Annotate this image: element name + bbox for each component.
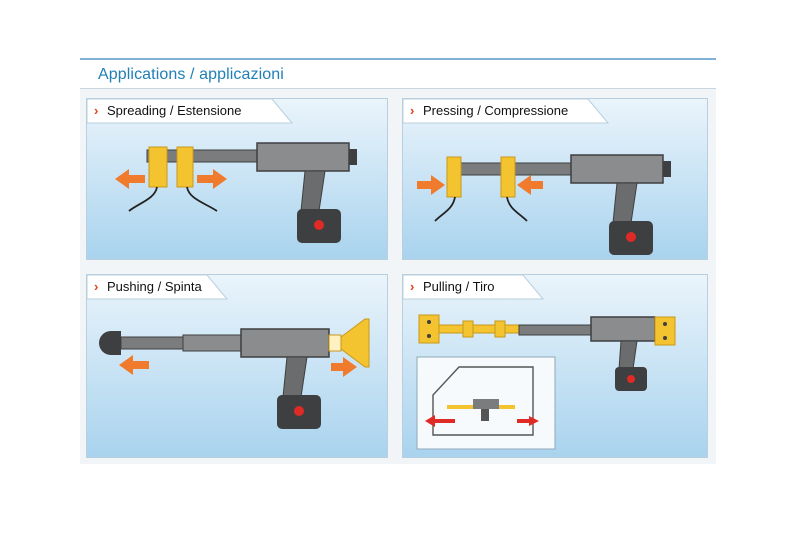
panel-pulling: › Pulling / Tiro bbox=[402, 274, 708, 458]
direction-arrow-icon bbox=[417, 175, 445, 195]
direction-arrow-icon bbox=[197, 169, 227, 189]
chevron-right-icon: › bbox=[94, 103, 99, 118]
panel-spreading: › Spreading / Estensione bbox=[86, 98, 388, 260]
pulling-illustration bbox=[403, 275, 707, 457]
panel-label-pushing: Pushing / Spinta bbox=[107, 279, 202, 294]
car-door-icon bbox=[416, 356, 556, 450]
panel-label-pulling: Pulling / Tiro bbox=[423, 279, 495, 294]
hydraulic-tool-icon bbox=[418, 314, 676, 391]
direction-arrow-icon bbox=[517, 416, 539, 426]
page-title: Applications / applicazioni bbox=[98, 66, 284, 83]
pressing-illustration bbox=[403, 99, 707, 259]
panel-pushing: › Pushing / Spinta bbox=[86, 274, 388, 458]
chevron-right-icon: › bbox=[410, 279, 415, 294]
chevron-right-icon: › bbox=[94, 279, 99, 294]
pushing-illustration bbox=[87, 275, 387, 457]
panel-pressing: › Pressing / Compressione bbox=[402, 98, 708, 260]
spreading-illustration bbox=[87, 99, 387, 259]
hydraulic-tool-icon bbox=[99, 318, 370, 429]
title-bar: Applications / applicazioni bbox=[80, 60, 716, 89]
direction-arrow-icon bbox=[517, 175, 543, 195]
applications-frame: Applications / applicazioni bbox=[80, 58, 716, 464]
chevron-right-icon: › bbox=[410, 103, 415, 118]
direction-arrow-icon bbox=[119, 355, 149, 375]
direction-arrow-icon bbox=[425, 415, 455, 427]
panel-label-spreading: Spreading / Estensione bbox=[107, 103, 242, 118]
hydraulic-tool-icon bbox=[146, 142, 357, 243]
panel-label-pressing: Pressing / Compressione bbox=[423, 103, 569, 118]
direction-arrow-icon bbox=[331, 357, 357, 377]
hydraulic-tool-icon bbox=[446, 154, 671, 255]
direction-arrow-icon bbox=[115, 169, 145, 189]
